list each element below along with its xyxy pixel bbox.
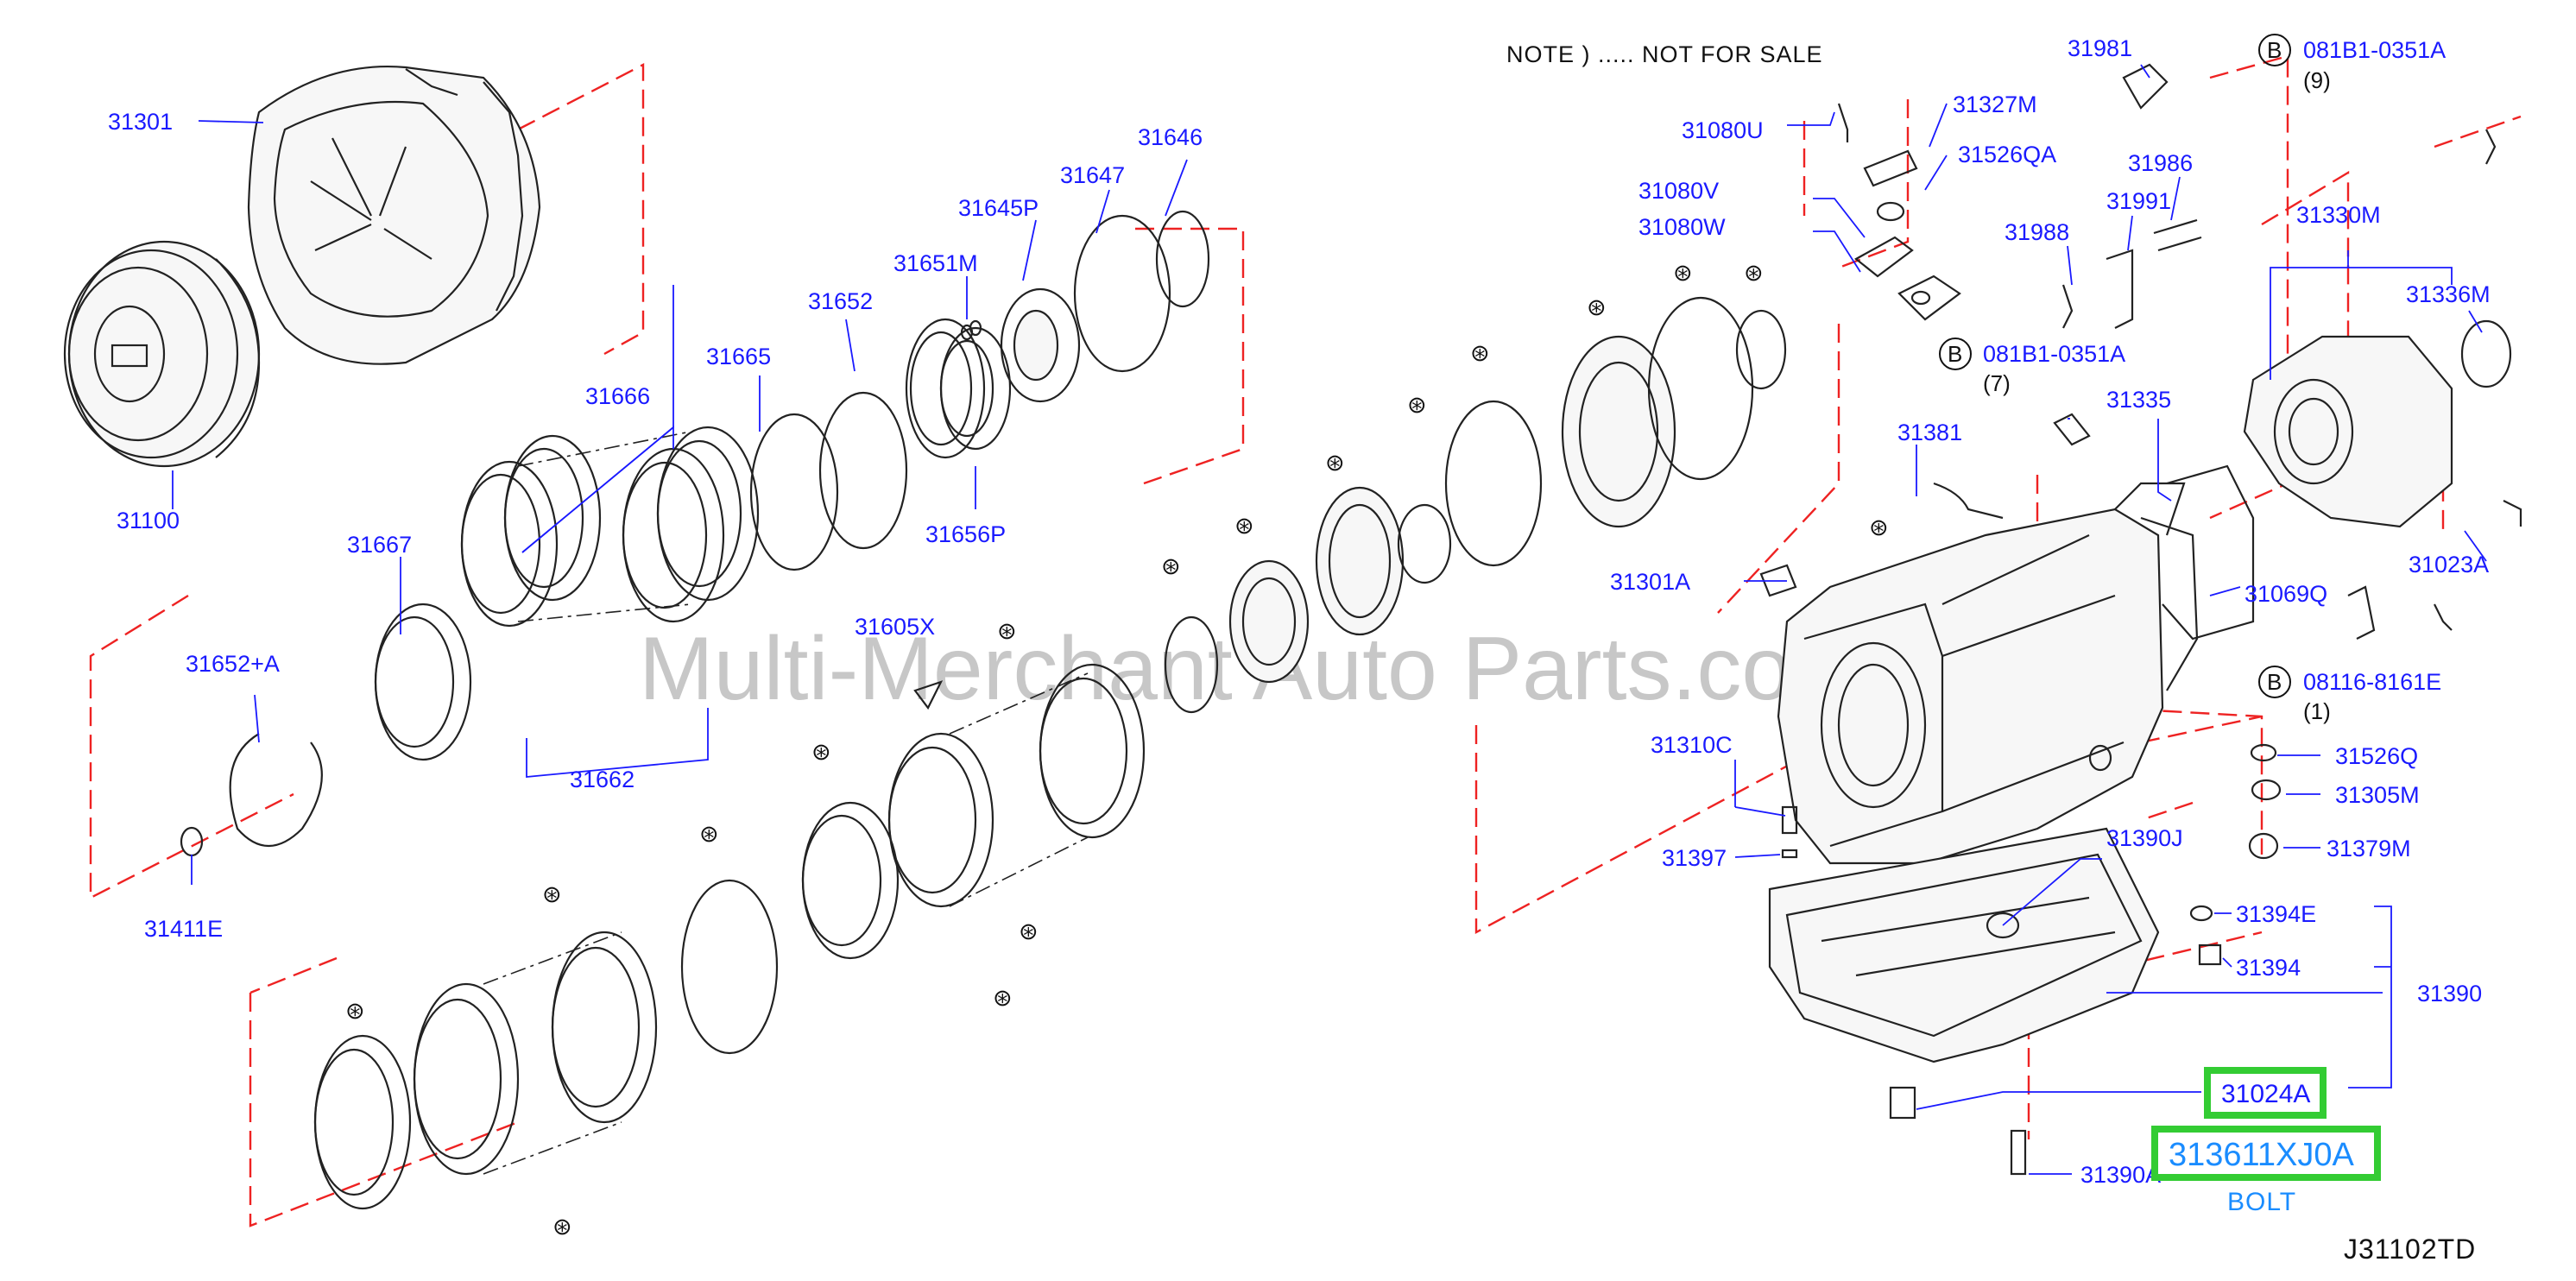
part-label[interactable]: 31080U — [1682, 117, 1764, 143]
part-label[interactable]: 31100 — [117, 508, 180, 533]
bolt-qty: (7) — [1983, 370, 2011, 396]
part-label[interactable]: 31397 — [1662, 845, 1727, 871]
svg-text:⊛: ⊛ — [699, 821, 720, 847]
svg-text:⊛: ⊛ — [345, 998, 366, 1024]
part-label[interactable]: 31327M — [1953, 92, 2037, 117]
part-label[interactable]: 31605X — [855, 614, 935, 640]
svg-text:⊛: ⊛ — [552, 1214, 573, 1240]
clutch-pack-upper — [374, 391, 908, 761]
bolt-code: 08116-8161E — [2303, 669, 2441, 695]
part-label[interactable]: 31080W — [1638, 214, 1726, 240]
oil-pan — [1768, 827, 2160, 1063]
highlight-box-number — [2151, 1126, 2381, 1181]
part-label[interactable]: 31069Q — [2245, 581, 2327, 607]
gaskets-and-small-parts — [1759, 63, 2522, 1176]
svg-text:⊛: ⊛ — [1470, 340, 1491, 366]
bolt-code: 081B1-0351A — [2303, 37, 2446, 63]
bolt-qty: (9) — [2303, 67, 2331, 93]
part-labels: 31301 31100 31666 31667 31662 31652+A 31… — [108, 35, 2491, 1188]
svg-text:⊛: ⊛ — [997, 618, 1018, 644]
part-label[interactable]: 31390A — [2080, 1162, 2161, 1188]
part-label[interactable]: 31645P — [958, 195, 1039, 221]
part-label[interactable]: 31526QA — [1958, 142, 2056, 167]
part-label[interactable]: 31651M — [893, 250, 978, 276]
part-label[interactable]: 31652+A — [186, 651, 280, 677]
transmission-case — [1777, 482, 2199, 865]
clutch-pack-lower — [313, 615, 1219, 1210]
part-label[interactable]: 31301 — [108, 109, 173, 135]
converter-housing — [247, 66, 541, 365]
torque-converter — [63, 240, 261, 468]
not-for-sale-markers: ⊛ ⊛ ⊛ ⊛ ⊛ ⊛ ⊛ ⊛ ⊛ ⊛ ⊛ ⊛ ⊛ ⊛ ⊛ ⊛ ⊛ — [345, 260, 1890, 1240]
diagram-code: J31102TD — [2344, 1234, 2476, 1265]
highlighted-part[interactable]: 31024A 313611XJ0A BOLT — [2151, 1067, 2381, 1216]
svg-text:⊛: ⊛ — [1587, 294, 1607, 320]
gear-set — [1228, 296, 1787, 684]
bolt-callout-2[interactable]: B 081B1-0351A (7) — [1939, 338, 2125, 396]
part-label[interactable]: 31394 — [2236, 955, 2301, 981]
svg-text:⊛: ⊛ — [1407, 392, 1428, 418]
b-circle-icon — [2258, 666, 2291, 698]
red-guide-lines — [89, 54, 2522, 1227]
part-label[interactable]: 31301A — [1610, 569, 1690, 595]
svg-text:⊛: ⊛ — [1325, 450, 1346, 476]
extension-housing — [2243, 319, 2512, 528]
bolt-callout-1[interactable]: B 081B1-0351A (9) — [2258, 34, 2446, 93]
part-label[interactable]: 31390J — [2106, 825, 2183, 851]
part-label[interactable]: 31310C — [1651, 732, 1733, 758]
part-label[interactable]: 31379M — [2327, 836, 2411, 861]
part-label[interactable]: 31394E — [2236, 901, 2316, 927]
highlighted-part-label: 31024A — [2221, 1080, 2310, 1108]
svg-text:B: B — [2267, 37, 2282, 63]
part-label[interactable]: 31667 — [347, 532, 412, 558]
svg-text:⊛: ⊛ — [993, 985, 1013, 1011]
part-label[interactable]: 31411E — [144, 916, 223, 942]
bolt-code: 081B1-0351A — [1983, 341, 2125, 367]
part-label[interactable]: 31336M — [2406, 281, 2491, 307]
part-label[interactable]: 31390 — [2417, 981, 2482, 1006]
part-label[interactable]: 31080V — [1638, 178, 1719, 204]
part-label[interactable]: 31991 — [2106, 188, 2171, 214]
svg-text:⊛: ⊛ — [811, 739, 832, 765]
svg-text:⊛: ⊛ — [1234, 513, 1255, 539]
part-label[interactable]: 31662 — [570, 767, 635, 792]
part-label[interactable]: 31988 — [2005, 219, 2069, 245]
svg-text:⊛: ⊛ — [1019, 918, 1039, 944]
part-label[interactable]: 31381 — [1897, 420, 1962, 445]
part-label[interactable]: 31981 — [2068, 35, 2132, 61]
b-circle-icon — [1939, 338, 1972, 370]
highlighted-part-number: 313611XJ0A — [2169, 1137, 2354, 1173]
part-label[interactable]: 31023A — [2409, 552, 2489, 577]
highlight-box-part — [2204, 1067, 2327, 1119]
svg-text:⊛: ⊛ — [1744, 260, 1765, 286]
bolt-callout-3[interactable]: B 08116-8161E (1) — [2258, 666, 2441, 724]
part-label[interactable]: 31335 — [2106, 387, 2171, 413]
part-label[interactable]: 31666 — [585, 383, 650, 409]
svg-text:⊛: ⊛ — [542, 881, 563, 907]
svg-text:⊛: ⊛ — [1673, 260, 1694, 286]
svg-text:⊛: ⊛ — [1161, 553, 1182, 579]
b-circle-icon — [2258, 34, 2291, 66]
part-label[interactable]: 31656P — [925, 521, 1006, 547]
not-for-sale-note: NOTE ) ..... NOT FOR SALE — [1506, 41, 1823, 67]
snap-rings-left — [180, 210, 1210, 857]
part-label[interactable]: 31986 — [2128, 150, 2193, 176]
leader-lines — [191, 64, 2487, 1175]
svg-text:⊛: ⊛ — [1869, 514, 1890, 540]
part-label[interactable]: 31305M — [2335, 782, 2420, 808]
svg-text:B: B — [1948, 341, 1962, 367]
bolt-qty: (1) — [2303, 698, 2331, 724]
part-label[interactable]: 31665 — [706, 344, 771, 369]
part-label[interactable]: 31646 — [1138, 124, 1203, 150]
part-label[interactable]: 31330M — [2296, 202, 2381, 228]
part-label[interactable]: 31526Q — [2335, 743, 2418, 769]
svg-text:B: B — [2267, 669, 2282, 695]
highlighted-part-name: BOLT — [2227, 1188, 2296, 1216]
part-label[interactable]: 31647 — [1060, 162, 1125, 188]
part-label[interactable]: 31652 — [808, 288, 873, 314]
